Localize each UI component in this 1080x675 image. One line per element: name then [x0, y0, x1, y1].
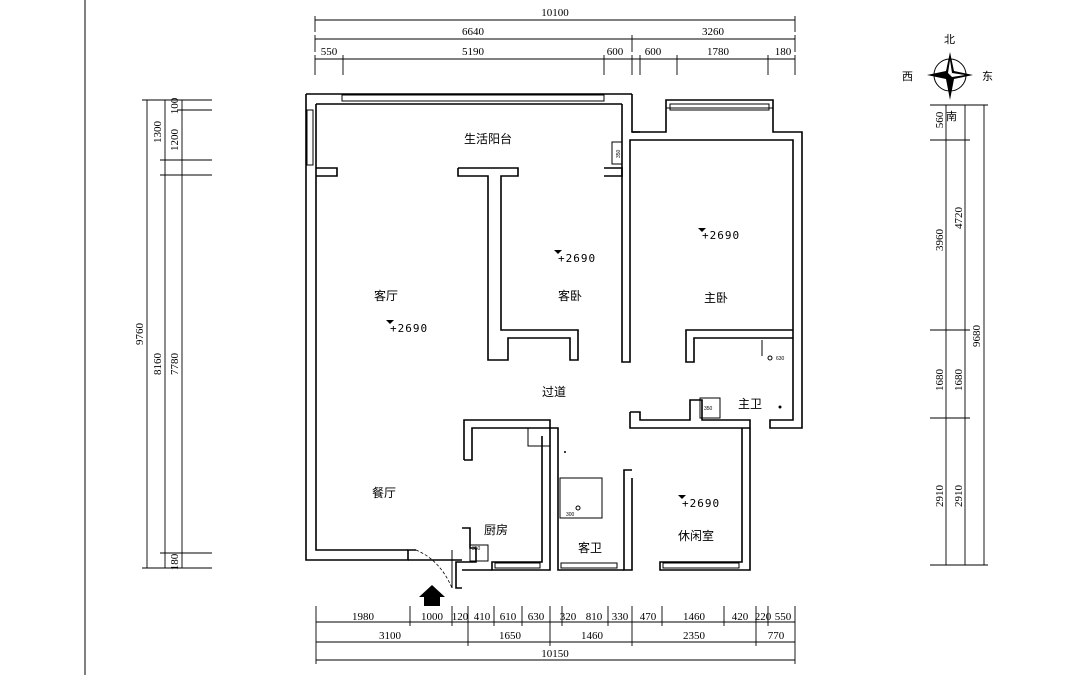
- dim-bottom-seg: 630: [528, 611, 545, 623]
- room-label-kitchen: 厨房: [484, 522, 508, 537]
- elevation-marker-icon: [698, 228, 706, 232]
- dim-left-seg: 8160: [152, 353, 164, 376]
- balcony-cabinet: [611, 141, 623, 165]
- master-bath-basin: [699, 397, 721, 419]
- dim-left-seg: 1200: [169, 129, 181, 152]
- dimensions-left: 9760 1300 8160 180 100 1200 7780: [134, 97, 212, 570]
- dim-right-seg: 1680: [934, 369, 946, 392]
- dim-bottom-seg: 3100: [379, 630, 402, 642]
- dim-bottom-seg: 1650: [499, 630, 522, 642]
- dim-bottom-seg: 770: [768, 630, 785, 642]
- elevation-marks: +2690 +2690 +2690 +2690: [386, 228, 740, 510]
- fixture-label: 350: [704, 406, 713, 412]
- elevation-marker-icon: [678, 495, 686, 499]
- dim-top-seg: 180: [775, 46, 792, 58]
- dim-left-seg: 180: [169, 553, 181, 570]
- room-label-leisure: 休闲室: [678, 528, 714, 543]
- dim-bottom-seg: 810: [586, 611, 603, 623]
- kitchen-cabinet: [469, 544, 489, 562]
- entrance-door-swing: [415, 549, 453, 589]
- elevation-marker-icon: [554, 250, 562, 254]
- dim-top-seg: 550: [321, 46, 338, 58]
- dim-bottom-seg: 470: [640, 611, 657, 623]
- master-bath-drain-icon: [778, 405, 782, 409]
- fixtures: 350 350 630 300 350: [469, 141, 785, 562]
- master-bed-drain-icon: [767, 355, 773, 361]
- dim-top-seg: 1780: [707, 46, 730, 58]
- dim-bottom-seg: 1460: [683, 611, 706, 623]
- dim-right-seg: 2910: [953, 485, 965, 508]
- dim-bottom-seg: 610: [500, 611, 517, 623]
- room-label-dining: 餐厅: [372, 485, 396, 500]
- fixture-label: 300: [566, 512, 575, 518]
- dimensions-right: 9680 560 3960 1680 2910 4720 1680 2910: [930, 104, 988, 566]
- dim-bottom-seg: 220: [755, 611, 772, 623]
- dim-bottom-seg: 120: [452, 611, 469, 623]
- dim-top-right-total: 3260: [702, 26, 725, 38]
- room-labels: 生活阳台 客厅 客卧 主卧 过道 主卫 餐厅 厨房 客卫 休闲室: [372, 131, 762, 555]
- room-label-corridor: 过道: [542, 385, 566, 399]
- dim-right-total: 9680: [971, 325, 983, 348]
- compass-star-icon: [927, 52, 973, 100]
- room-label-guest-bath: 客卫: [578, 540, 602, 555]
- dim-bottom-seg: 320: [560, 611, 577, 623]
- dim-left-seg: 7780: [169, 353, 181, 376]
- dim-bottom-seg: 550: [775, 611, 792, 623]
- elevation-marker-icon: [386, 320, 394, 324]
- dim-bottom-seg: 410: [474, 611, 491, 623]
- dim-right-seg: 560: [934, 111, 946, 128]
- guest-bath-shower: [559, 477, 603, 519]
- room-label-master-bed: 主卧: [704, 291, 728, 305]
- dimensions-top: 10100 6640 3260 550 5190 600 600 1780 18…: [314, 7, 796, 75]
- elevation-leisure: +2690: [682, 497, 720, 510]
- walls: [305, 93, 803, 606]
- guest-bath-toilet-icon: [575, 505, 581, 511]
- elevation-living: +2690: [390, 322, 428, 335]
- dim-bottom-seg: 1980: [352, 611, 375, 623]
- compass-south: 南: [946, 110, 957, 123]
- dim-bottom-seg: 2350: [683, 630, 706, 642]
- dim-right-seg: 4720: [953, 207, 965, 230]
- dim-bottom-seg: 1000: [421, 611, 444, 623]
- compass-east: 东: [982, 70, 993, 83]
- elevation-guest-bed: +2690: [558, 252, 596, 265]
- compass-west: 西: [902, 71, 913, 83]
- dim-left-total: 9760: [134, 323, 146, 346]
- room-label-master-bath: 主卫: [738, 397, 762, 411]
- dimensions-bottom: 1980 1000 120 410 610 630 320 810 330 47…: [315, 606, 796, 664]
- dim-right-seg: 2910: [934, 485, 946, 508]
- room-label-living: 客厅: [374, 288, 398, 303]
- dim-top-seg: 600: [607, 46, 624, 58]
- dim-right-seg: 1680: [953, 369, 965, 392]
- dim-bottom-seg: 1460: [581, 630, 604, 642]
- compass-north: 北: [944, 33, 955, 46]
- room-label-balcony: 生活阳台: [464, 131, 512, 146]
- dim-bottom-total: 10150: [541, 648, 569, 660]
- dim-bottom-seg: 330: [612, 611, 629, 623]
- dim-top-seg: 600: [645, 46, 662, 58]
- fixture-label: 350: [472, 546, 481, 552]
- fixture-label: 350: [616, 149, 622, 158]
- room-label-guest-bed: 客卧: [558, 288, 582, 303]
- compass-rose: 北 西 东 南: [902, 33, 993, 123]
- dim-bottom-seg: 420: [732, 611, 749, 623]
- fixture-label: 630: [776, 356, 785, 362]
- dim-right-seg: 3960: [934, 229, 946, 252]
- dim-top-seg: 5190: [462, 46, 485, 58]
- dim-left-seg: 100: [169, 97, 181, 114]
- dim-top-left-total: 6640: [462, 26, 485, 38]
- elevation-master-bed: +2690: [702, 229, 740, 242]
- entrance-arrow-icon: [419, 585, 445, 606]
- dim-top-total: 10100: [541, 7, 569, 19]
- dim-left-seg: 1300: [152, 121, 164, 144]
